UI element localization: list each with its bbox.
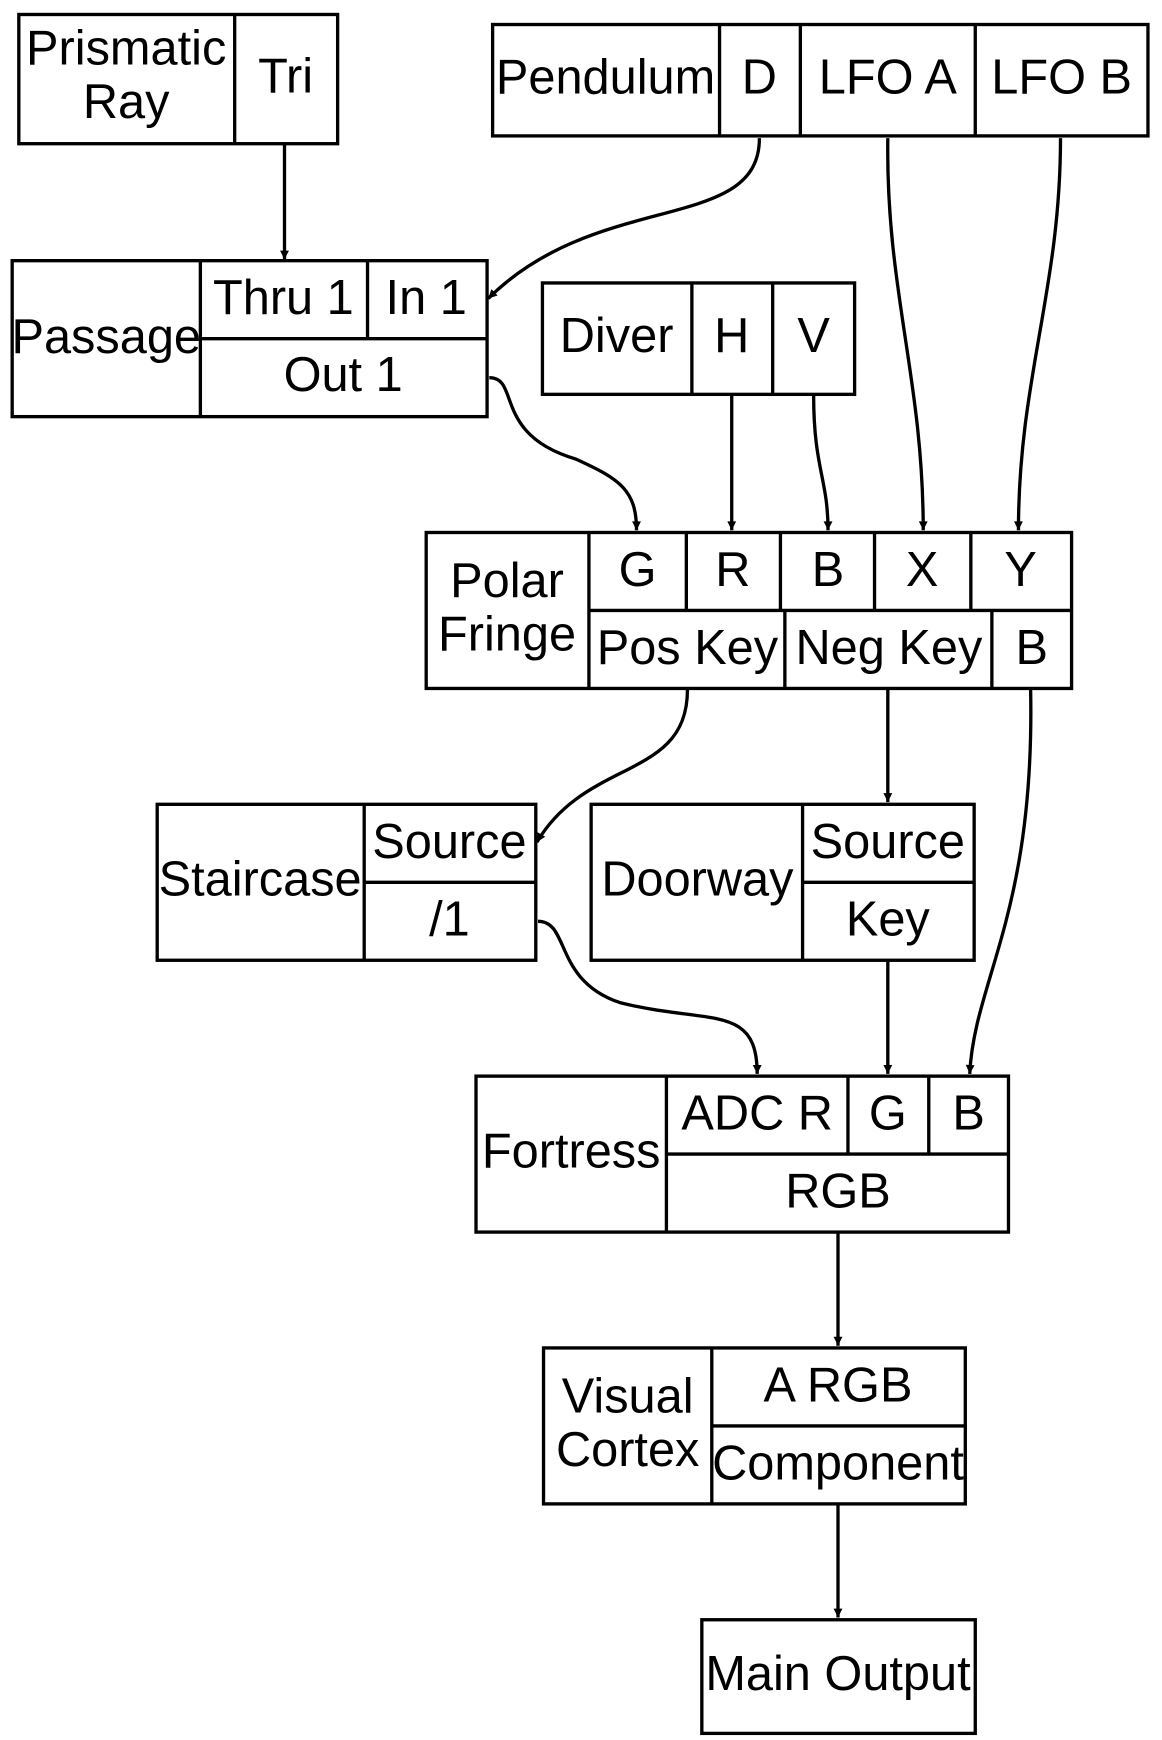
fortress-port-g: G: [869, 1086, 907, 1140]
fortress-port-b: B: [952, 1086, 984, 1140]
visual-cortex-label-line2: Cortex: [556, 1423, 699, 1477]
node-visual-cortex: Visual Cortex A RGB Component: [541, 1346, 967, 1506]
visual-cortex-label-line1: Visual: [562, 1369, 694, 1423]
node-passage: Passage Thru 1 In 1 Out 1: [10, 259, 489, 419]
edge-diver-v-to-polar-b: [811, 395, 833, 531]
passage-label: Passage: [11, 310, 201, 364]
passage-port-out1: Out 1: [284, 348, 403, 402]
doorway-port-source: Source: [811, 815, 965, 869]
pendulum-port-lfo-b: LFO B: [991, 50, 1132, 104]
staircase-label: Staircase: [159, 853, 362, 907]
node-main-output: Main Output: [700, 1618, 977, 1736]
staircase-port-source: Source: [372, 815, 526, 869]
polar-fringe-port-r: R: [715, 543, 750, 597]
pendulum-port-lfo-a: LFO A: [819, 50, 957, 104]
diver-label: Diver: [560, 309, 674, 363]
polar-fringe-port-y: Y: [1004, 543, 1036, 597]
node-doorway: Doorway Source Key: [589, 802, 976, 962]
prismatic-ray-port-tri: Tri: [258, 49, 313, 103]
edge-polar-b-to-fortress-b: [965, 689, 1033, 1074]
diver-port-h: H: [714, 309, 749, 363]
prismatic-ray-label-line2: Ray: [83, 75, 170, 129]
fortress-port-rgb: RGB: [785, 1164, 891, 1218]
node-diver: Diver H V: [540, 281, 857, 397]
edge-polar-pos-key-to-staircase-source: [535, 689, 690, 844]
polar-fringe-port-g: G: [619, 543, 657, 597]
edge-pendulum-d-to-passage-in1: [487, 138, 762, 300]
diver-port-v: V: [797, 309, 830, 363]
polar-fringe-port-pos-key: Pos Key: [597, 621, 779, 675]
polar-fringe-label-line1: Polar: [450, 554, 564, 608]
edge-passage-out1-to-polar-g: [489, 375, 641, 531]
pendulum-port-d: D: [742, 50, 777, 104]
doorway-port-key: Key: [846, 893, 930, 947]
polar-fringe-label-line2: Fringe: [438, 607, 576, 661]
node-polar-fringe: Polar Fringe G R B X Y Pos Key Neg Key B: [424, 530, 1074, 691]
edge-staircase-div1-to-fortress-adc-r: [537, 919, 762, 1074]
edge-pendulum-lfo-a-to-polar-x: [886, 138, 928, 531]
passage-port-in1: In 1: [386, 271, 467, 325]
staircase-port-div1: /1: [429, 893, 470, 947]
edge-pendulum-lfo-b-to-polar-y: [1014, 138, 1063, 531]
pendulum-label: Pendulum: [496, 50, 715, 104]
visual-cortex-port-component: Component: [712, 1436, 964, 1490]
prismatic-ray-label-line1: Prismatic: [26, 21, 226, 75]
fortress-label: Fortress: [482, 1124, 661, 1178]
doorway-label: Doorway: [601, 853, 794, 907]
main-output-label: Main Output: [705, 1647, 971, 1701]
passage-port-thru1: Thru 1: [213, 271, 354, 325]
node-staircase: Staircase Source /1: [155, 802, 538, 962]
node-prismatic-ray: Prismatic Ray Tri: [17, 12, 340, 146]
polar-fringe-port-b-out: B: [1015, 621, 1047, 675]
fortress-port-adc-r: ADC R: [681, 1086, 833, 1140]
node-fortress: Fortress ADC R G B RGB: [474, 1074, 1011, 1234]
polar-fringe-port-neg-key: Neg Key: [796, 621, 983, 675]
polar-fringe-port-b: B: [812, 543, 844, 597]
node-pendulum: Pendulum D LFO A LFO B: [490, 22, 1150, 138]
visual-cortex-port-a-rgb: A RGB: [764, 1358, 913, 1412]
polar-fringe-port-x: X: [906, 543, 938, 597]
